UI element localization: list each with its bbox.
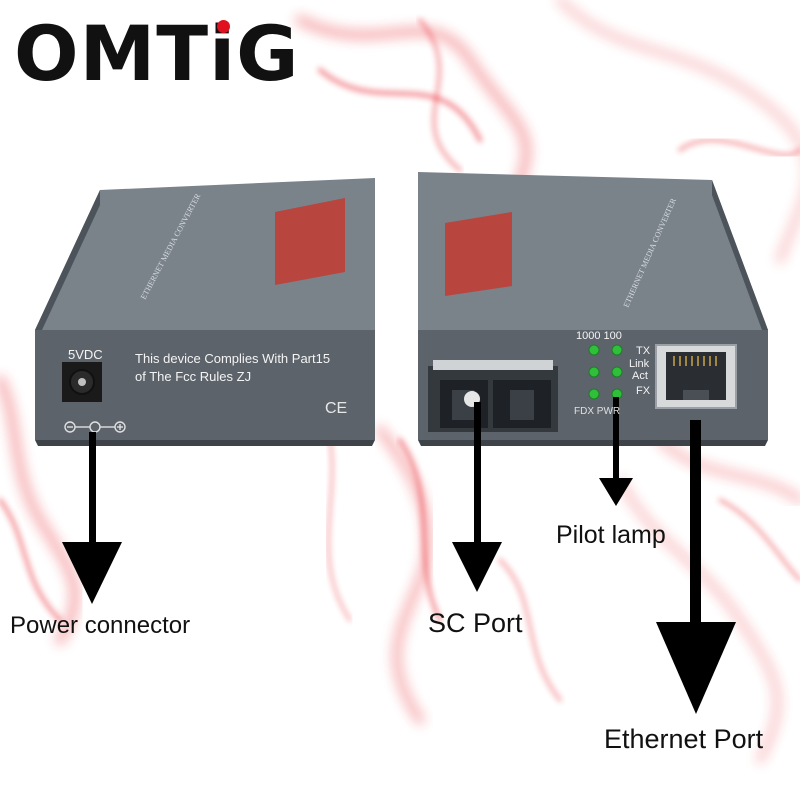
ce-mark: CE — [325, 400, 348, 417]
sc-port — [428, 360, 558, 432]
power-connector-label: Power connector — [10, 612, 191, 639]
led-100 — [611, 344, 623, 356]
led-bottom-labels: FDX PWR — [574, 406, 621, 417]
led-speed-header: 1000 100 — [576, 330, 622, 342]
compliance-text: This device Complies With Part15 of The … — [135, 350, 330, 386]
input-voltage-label: 5VDC — [68, 347, 103, 362]
led-label-link: Link — [629, 358, 650, 370]
pilot-lamp-label: Pilot lamp — [556, 521, 666, 549]
left-media-converter: ETHERNET MEDIA CONVERTER — [35, 178, 375, 446]
led-label-act: Act — [632, 370, 648, 382]
led-link-1000 — [588, 366, 600, 378]
logo-letter-i: i — [209, 14, 236, 94]
pilot-lamps — [588, 344, 623, 400]
led-fdx — [588, 388, 600, 400]
left-device-sticker — [275, 198, 345, 285]
right-device-sticker — [445, 212, 512, 296]
ethernet-port — [655, 344, 737, 409]
sc-arrow-icon — [452, 402, 502, 592]
ethernet-arrow-icon — [656, 420, 736, 714]
led-link-act — [611, 366, 623, 378]
pilot-arrow-icon — [599, 397, 633, 506]
ethernet-port-label: Ethernet Port — [604, 724, 764, 754]
logo-text-end: G — [236, 9, 300, 98]
right-media-converter: ETHERNET MEDIA CONVERTER — [418, 172, 768, 446]
compliance-line-1: This device Complies With Part15 — [135, 351, 331, 366]
led-1000 — [588, 344, 600, 356]
logo-text-start: OMT — [14, 9, 210, 98]
logo-red-dot-icon — [216, 20, 230, 33]
led-label-fx: FX — [636, 385, 651, 397]
led-label-tx: TX — [636, 345, 651, 357]
compliance-line-2: of The Fcc Rules ZJ — [135, 369, 252, 384]
power-arrow-icon — [62, 432, 122, 604]
sc-port-label: SC Port — [428, 608, 523, 638]
